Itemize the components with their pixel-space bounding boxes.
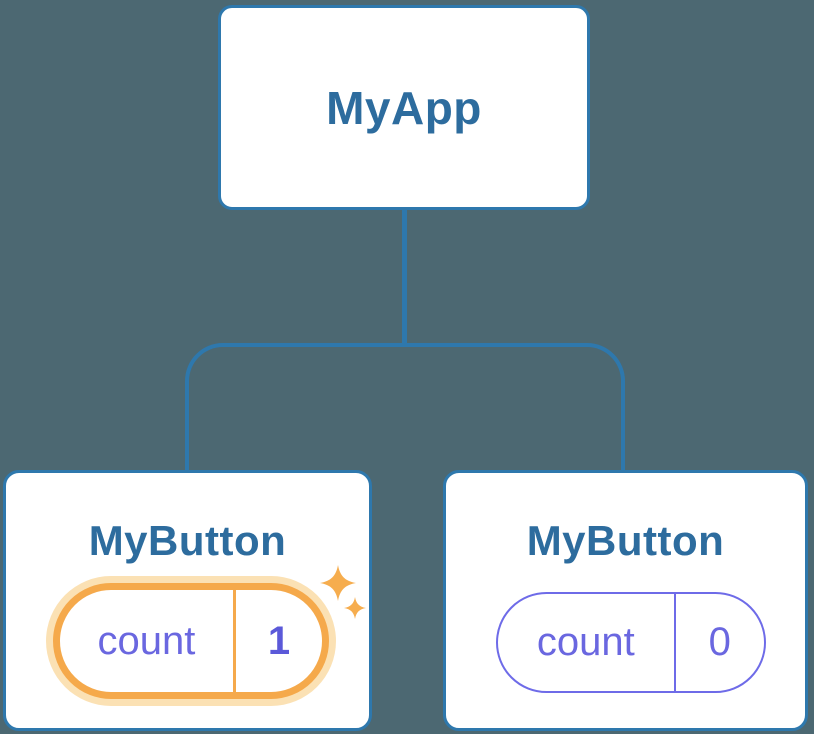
sparkles-icon [320, 565, 366, 619]
node-label: MyButton [88, 517, 287, 564]
state-value: 1 [267, 618, 291, 663]
node-label: MyApp [326, 81, 482, 134]
connector-stem [402, 208, 407, 345]
connector-fork [185, 343, 625, 470]
state-key: count [60, 590, 236, 692]
state-pill: count 0 [496, 592, 766, 693]
myapp-node: MyApp [218, 5, 590, 210]
state-value: 0 [708, 620, 731, 664]
state-pill-highlighted: count 1 [53, 583, 329, 699]
state-key: count [498, 594, 676, 691]
mybutton-node-right: MyButton count 0 [443, 470, 808, 731]
node-label: MyButton [526, 517, 725, 564]
mybutton-node-left: MyButton count 1 [3, 470, 372, 731]
